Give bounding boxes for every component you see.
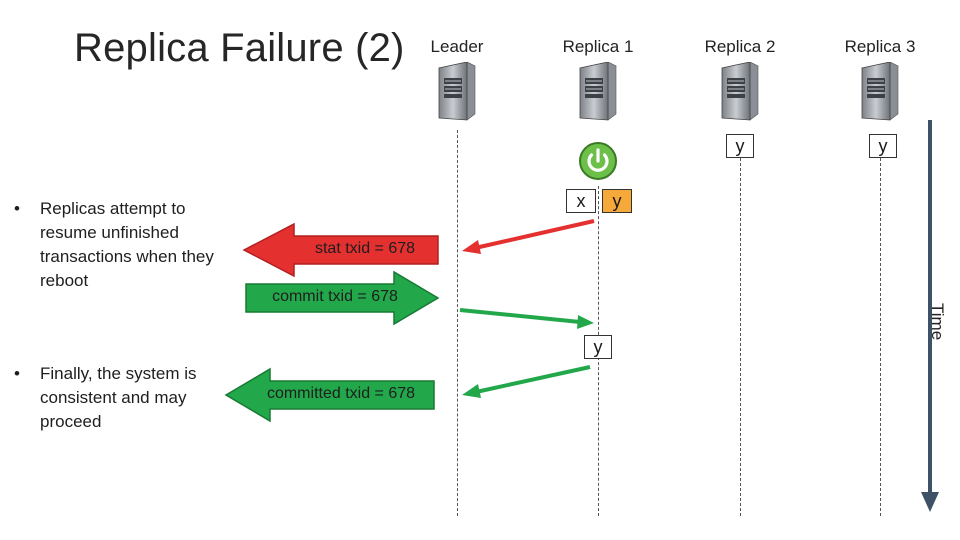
value-replica1-after: y [584,335,612,359]
lifeline-replica3 [880,158,881,516]
power-icon [579,142,617,180]
commit-arrow-head [577,315,594,329]
commit-arrow-line [459,308,581,324]
server-icon [861,62,899,121]
stat-arrow-line [474,219,595,250]
committed-arrow-head [462,384,481,398]
value-replica3: y [869,134,897,158]
bullet-item: •Finally, the system is consistent and m… [14,364,197,431]
committed-message-label: committed txid = 678 [266,385,416,402]
server-icon [579,62,617,121]
committed-arrow-line [475,365,591,394]
stat-block-arrow [242,222,439,278]
value-replica1-y-pending: y [602,189,632,213]
bullet-text: Replicas attempt to resume unfinished tr… [40,199,214,290]
committed-block-arrow [224,367,435,423]
value-replica2: y [726,134,754,158]
lifeline-replica2 [740,158,741,516]
time-arrow [921,120,939,512]
node-label-replica1: Replica 1 [562,37,634,56]
value-replica1-x: x [566,189,596,213]
stat-message-label: stat txid = 678 [314,240,416,257]
time-axis-label: Time [928,303,947,341]
node-label-replica3: Replica 3 [844,37,916,56]
bullet-item: •Replicas attempt to resume unfinished t… [14,199,214,290]
node-label-replica2: Replica 2 [704,37,776,56]
commit-block-arrow [245,270,440,326]
server-icon [721,62,759,121]
bullet-text: Finally, the system is consistent and ma… [40,364,197,431]
lifeline-leader [457,130,458,516]
node-label-leader: Leader [430,37,484,56]
stat-arrow-head [462,240,481,254]
server-icon [438,62,476,121]
slide-title: Replica Failure (2) [74,26,405,70]
commit-message-label: commit txid = 678 [272,288,398,305]
